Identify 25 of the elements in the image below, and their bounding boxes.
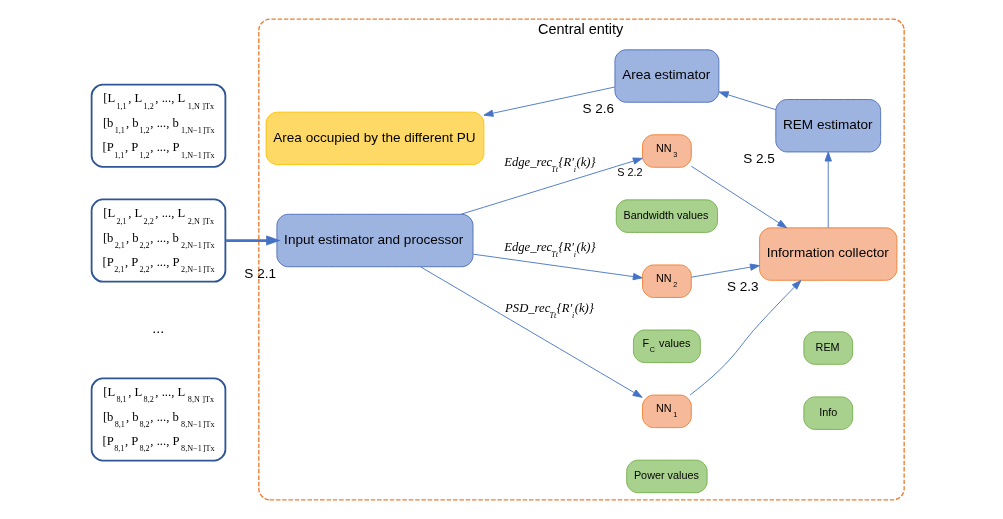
label: ...: [152, 320, 165, 337]
arrow: [472, 253, 643, 281]
node-box: Input estimator and processor: [276, 213, 474, 268]
node-box: Info: [803, 396, 854, 430]
arrow: [718, 91, 777, 111]
node-box: Bandwidth values: [615, 199, 718, 233]
node-label: S 2.5: [743, 150, 775, 166]
node-label: S 2.3: [727, 279, 759, 295]
arrow: [483, 86, 616, 117]
arrow: [225, 235, 281, 246]
arrow: [824, 151, 832, 229]
arrow: [689, 280, 802, 396]
node-box: REM estimator: [775, 99, 882, 153]
node-box: Information collector: [759, 227, 898, 281]
arrow: [690, 165, 788, 229]
node-label: S 2.1: [244, 265, 276, 281]
node-box: Area occupied by the different PU: [265, 111, 485, 166]
arrow: [460, 157, 643, 215]
node-label: S 2.6: [582, 101, 615, 117]
node-box: Power values: [626, 459, 708, 494]
node-box: REM: [803, 331, 854, 365]
arrow: [690, 263, 760, 278]
node-label: S 2.2: [617, 165, 643, 178]
node-box: Area estimator: [614, 49, 720, 103]
arrow: [420, 266, 643, 398]
